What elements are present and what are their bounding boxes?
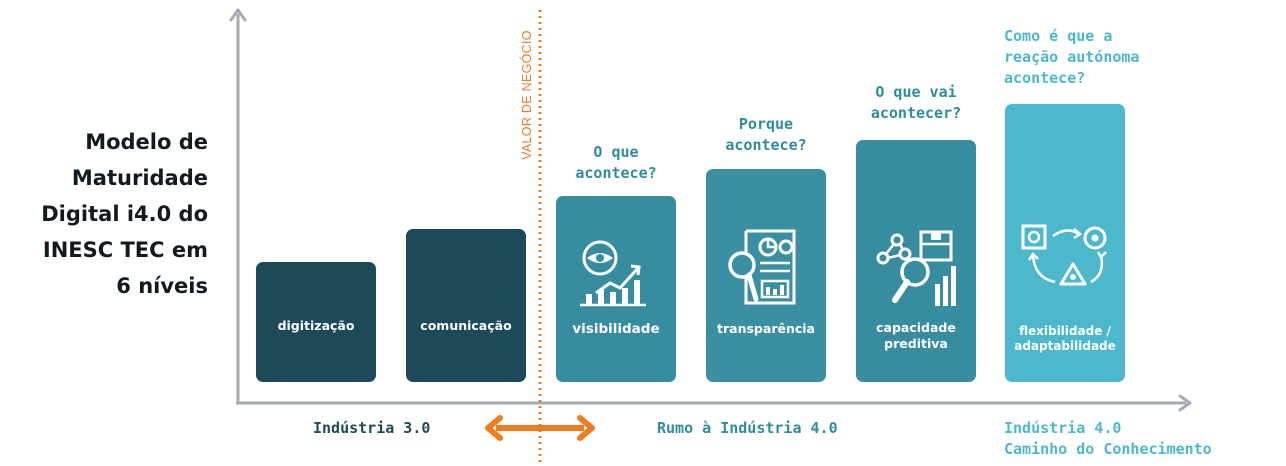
question-line: acontece? [575, 164, 657, 182]
stage-line: Caminho do Conhecimento [1004, 440, 1212, 458]
level-label-line: flexibilidade / [1019, 324, 1111, 338]
level-box-comunicacao: comunicação [406, 229, 526, 382]
stage-industry-3: Indústria 3.0 [313, 419, 431, 437]
question-capacidade-preditiva: O que vai acontecer? [846, 82, 986, 124]
level-label: capacidade preditiva [856, 320, 976, 352]
level-box-visibilidade: visibilidade [556, 196, 676, 382]
level-box-digitizacao: digitização [256, 262, 376, 382]
value-axis-label: VALOR DE NEGÓCIO [520, 30, 534, 160]
level-label-line: capacidade [876, 320, 956, 335]
level-label: comunicação [420, 318, 512, 333]
question-line: acontecer? [870, 104, 962, 122]
question-visibilidade: O que acontece? [546, 142, 686, 184]
question-line: O que [593, 143, 639, 161]
level-label-line: adaptabilidade [1014, 339, 1116, 353]
question-line: O que vai [875, 83, 957, 101]
question-line: Como é que a [1004, 27, 1113, 45]
level-box-transparencia: transparência [706, 169, 826, 382]
y-axis [229, 8, 247, 404]
report-magnifier-icon [728, 229, 796, 305]
title-line: Modelo de [85, 130, 208, 154]
title-line: INESC TEC em [42, 238, 208, 262]
eye-chart-icon [580, 240, 646, 307]
question-line: reação autónoma [1004, 48, 1140, 66]
cycle-arrows-icon [1021, 224, 1107, 286]
level-label: flexibilidade / adaptabilidade [1005, 324, 1125, 354]
x-axis [236, 394, 1192, 412]
level-label-line: preditiva [884, 336, 948, 351]
level-label: transparência [717, 321, 815, 336]
double-arrow-icon [485, 415, 595, 441]
question-flexibilidade: Como é que a reação autónoma acontece? [1004, 26, 1139, 89]
question-line: acontece? [725, 136, 807, 154]
question-transparencia: Porque acontece? [696, 114, 836, 156]
title-line: Maturidade [71, 166, 208, 190]
level-label: digitização [277, 318, 355, 333]
level-box-capacidade-preditiva: capacidade preditiva [856, 140, 976, 382]
title-line: Digital i4.0 do [41, 202, 208, 226]
stage-towards-industry-4: Rumo à Indústria 4.0 [657, 419, 838, 437]
question-line: Porque [738, 115, 794, 133]
title-line: 6 níveis [116, 274, 208, 298]
question-line: acontece? [1004, 69, 1086, 87]
network-box-chart-icon [876, 230, 956, 306]
stage-industry-4: Indústria 4.0 Caminho do Conhecimento [1004, 418, 1212, 460]
stage-line: Indústria 4.0 [1004, 419, 1122, 437]
diagram-title: Modelo de Maturidade Digital i4.0 do INE… [0, 124, 208, 304]
level-box-flexibilidade: flexibilidade / adaptabilidade [1005, 104, 1125, 382]
level-label: visibilidade [572, 321, 660, 337]
